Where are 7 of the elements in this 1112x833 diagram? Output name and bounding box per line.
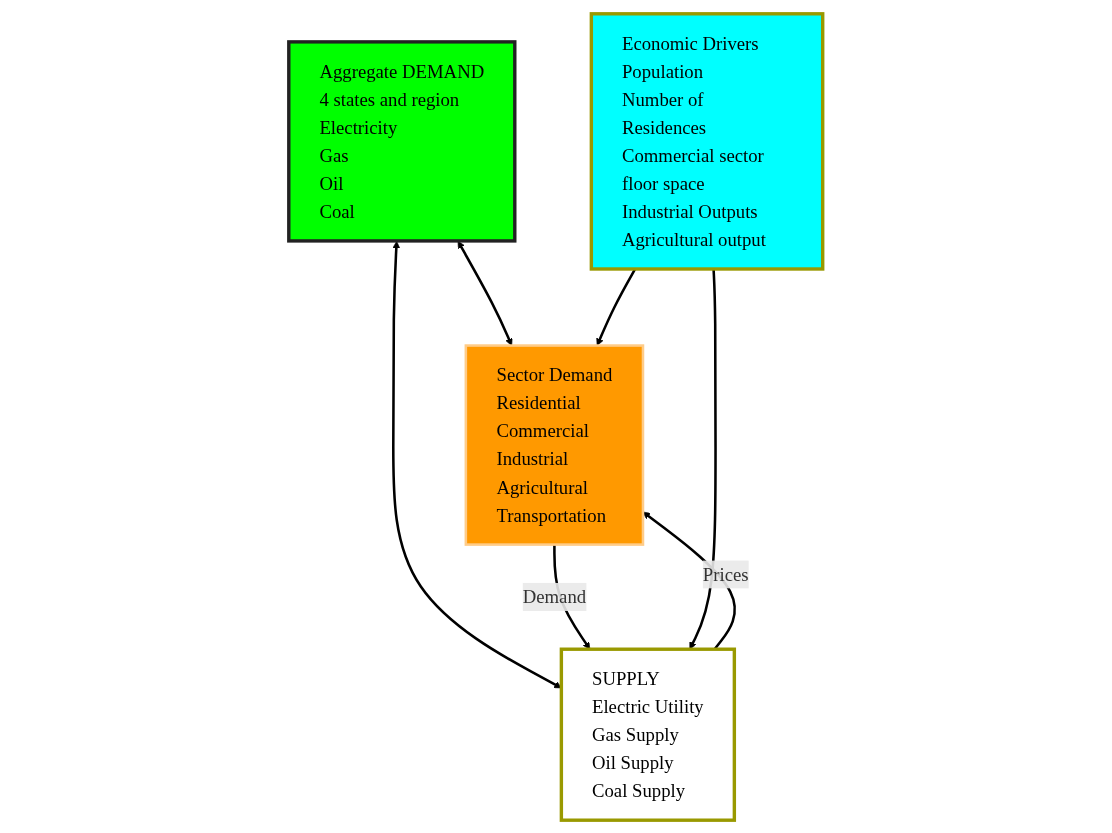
arrow: [457, 240, 513, 346]
node-box: Economic Drivers Population Number of Residences Commercial sector floor space Industrial Outputs Agricultural output: [589, 11, 825, 271]
edge-label: Demand: [522, 585, 587, 608]
node-box: SUPPLY Electric Utility Gas Supply Oil Supply Coal Supply: [559, 647, 737, 822]
node-box: Aggregate DEMAND 4 states and region Electricity Gas Oil Coal: [287, 39, 517, 243]
node-box: Sector Demand Residential Commercial Industrial Agricultural Transportation: [464, 343, 645, 546]
edge-label: Prices: [703, 563, 749, 585]
